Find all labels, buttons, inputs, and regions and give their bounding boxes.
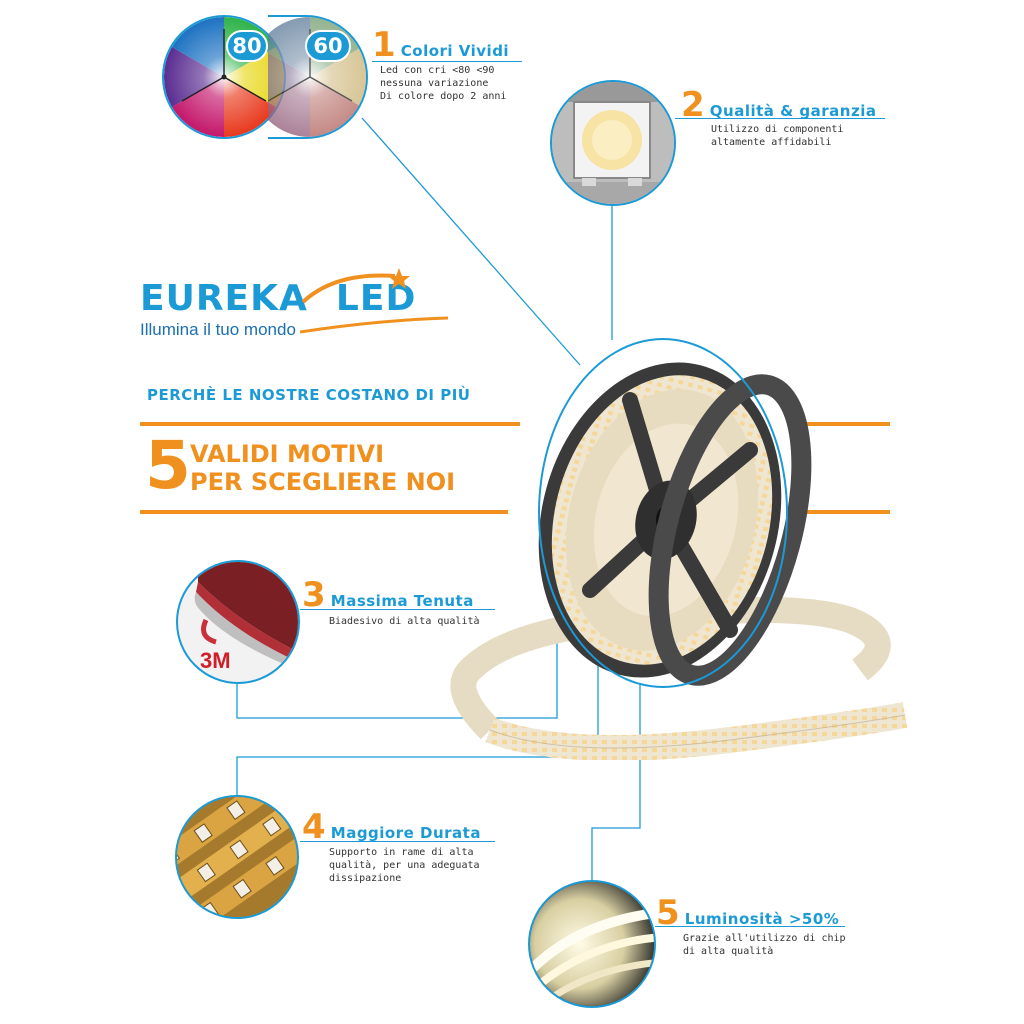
logo-swoosh-star-icon xyxy=(301,268,410,304)
feature-3-description: Biadesivo di alta qualità xyxy=(329,616,480,627)
bright-strip-icon xyxy=(530,882,654,1006)
feature-1-underline xyxy=(372,61,522,62)
cri-80-badge: 80 xyxy=(226,30,268,62)
copper-strip-icon xyxy=(177,797,297,917)
feature-3-title: Massima Tenuta xyxy=(330,592,474,610)
feature-5-underline xyxy=(655,926,845,927)
logo-tagline: Illumina il tuo mondo xyxy=(140,320,296,339)
headline-line-1: VALIDI MOTIVI xyxy=(190,440,385,468)
headline-top-bar-left xyxy=(140,422,520,426)
headline-big-number: 5 xyxy=(145,427,191,504)
feature-3: 3 Massima Tenuta xyxy=(302,578,474,612)
feature-5: 5 Luminosità >50% xyxy=(656,896,839,930)
headline-bottom-bar-left xyxy=(140,510,508,514)
feature-1: 1 Colori Vividi xyxy=(372,28,509,62)
connector-1 xyxy=(361,117,581,366)
logo-underline-swoosh-icon xyxy=(300,316,449,334)
reel-highlight-ring xyxy=(538,338,788,688)
headline-question: PERCHÈ LE NOSTRE COSTANO DI PIÙ xyxy=(147,386,471,404)
feature-2-description: Utilizzo di componenti altamente affidab… xyxy=(711,124,844,148)
feature-4-underline xyxy=(300,841,495,842)
feature-5-description: Grazie all'utilizzo di chip di alta qual… xyxy=(683,933,846,957)
feature-2-number: 2 xyxy=(681,85,705,125)
feature-4: 4 Maggiore Durata xyxy=(302,810,481,844)
smd-chip-icon xyxy=(552,82,674,204)
feature-4-description: Supporto in rame di alta qualità, per un… xyxy=(329,847,480,884)
cri-60-badge: 60 xyxy=(305,30,351,62)
feature-1-description: Led con cri <80 <90 nessuna variazione D… xyxy=(380,65,507,102)
feature-5-title: Luminosità >50% xyxy=(684,910,840,928)
headline-line-2: PER SCEGLIERE NOI xyxy=(190,468,456,496)
connector-3 xyxy=(236,640,558,719)
connector-4 xyxy=(236,665,599,800)
feature-2-underline xyxy=(675,118,885,119)
feature-4-number: 4 xyxy=(302,807,326,847)
feature-3-image: 3M xyxy=(176,560,300,684)
feature-2-image xyxy=(550,80,676,206)
headline-bottom-bar-right xyxy=(790,510,890,514)
feature-3-underline xyxy=(300,609,495,610)
adhesive-tape-icon xyxy=(194,562,298,670)
feature-3-number: 3 xyxy=(302,575,326,615)
feature-2-title: Qualità & garanzia xyxy=(709,102,877,120)
headline-top-bar-right xyxy=(790,422,890,426)
feature-4-image xyxy=(175,795,299,919)
feature-5-image xyxy=(528,880,656,1008)
3m-brand-mark: 3M xyxy=(200,648,231,673)
feature-1-number: 1 xyxy=(372,25,396,65)
color-wheel-icon xyxy=(164,17,284,137)
feature-4-title: Maggiore Durata xyxy=(330,824,481,842)
feature-2: 2 Qualità & garanzia xyxy=(681,88,876,122)
feature-5-number: 5 xyxy=(656,893,680,933)
logo-brand-left: EUREKA xyxy=(140,278,308,319)
feature-1-title: Colori Vividi xyxy=(400,42,510,60)
